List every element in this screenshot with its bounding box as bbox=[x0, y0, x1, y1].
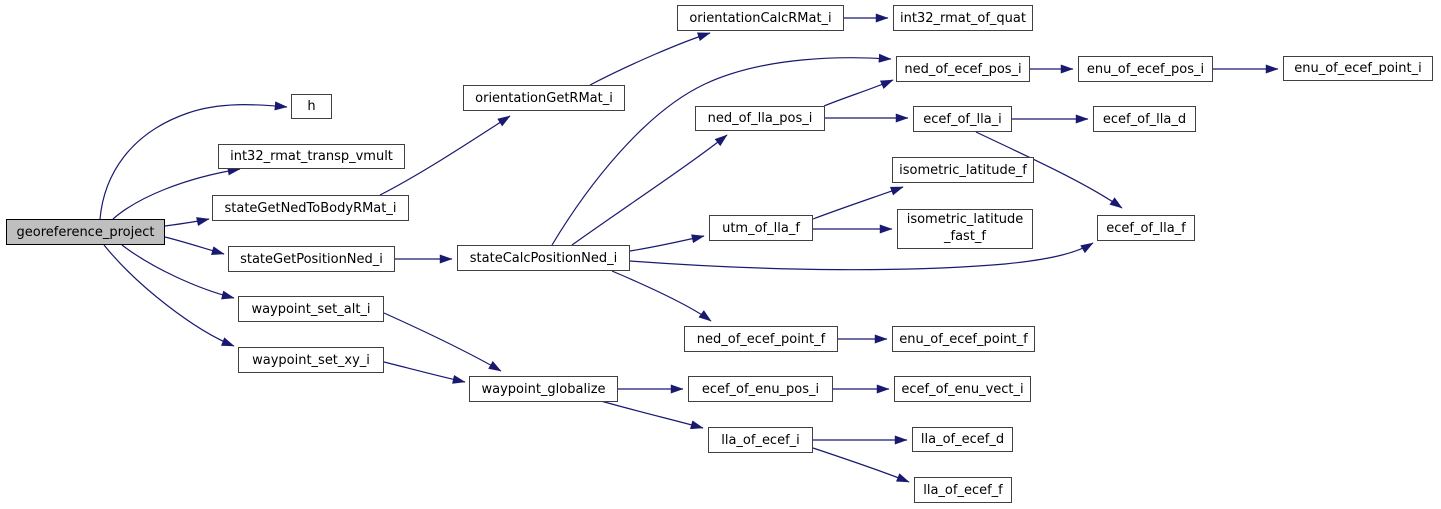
edge-utm_of_lla_f-to-isometric_latitude_f bbox=[812, 186, 904, 220]
node-label: ecef_of_lla_f bbox=[1106, 220, 1186, 236]
node-label: enu_of_ecef_point_i bbox=[1294, 61, 1422, 76]
node-stateCalcPositionNed-i[interactable]: stateCalcPositionNed_i bbox=[457, 245, 630, 271]
edge-waypoint_set_alt_i-to-waypoint_globalize bbox=[383, 312, 502, 372]
node-h[interactable]: h bbox=[291, 94, 332, 119]
node-utm-of-lla-f[interactable]: utm_of_lla_f bbox=[709, 215, 813, 241]
node-ned-of-ecef-pos-i[interactable]: ned_of_ecef_pos_i bbox=[896, 56, 1030, 82]
edge-georeference_project-to-h bbox=[99, 101, 288, 220]
node-label: waypoint_set_xy_i bbox=[252, 352, 370, 368]
node-label: ned_of_ecef_pos_i bbox=[904, 61, 1022, 77]
node-orientationCalcRMat-i[interactable]: orientationCalcRMat_i bbox=[677, 5, 844, 31]
edge-lla_of_ecef_i-to-lla_of_ecef_f bbox=[812, 447, 910, 483]
node-label: stateGetNedToBodyRMat_i bbox=[224, 200, 397, 216]
node-label: lla_of_ecef_f bbox=[923, 482, 1003, 498]
node-label: int32_rmat_transp_vmult bbox=[230, 149, 393, 164]
node-label: orientationGetRMat_i bbox=[475, 90, 613, 106]
node-label: ned_of_ecef_point_f bbox=[696, 331, 826, 347]
node-label: ecef_of_enu_vect_i bbox=[901, 381, 1024, 397]
node-georeference-project: georeference_project bbox=[6, 219, 165, 245]
node-label: h bbox=[307, 99, 316, 114]
node-label: ecef_of_enu_pos_i bbox=[701, 381, 820, 397]
node-label: stateGetPositionNed_i bbox=[240, 251, 383, 267]
node-label: lla_of_ecef_i bbox=[721, 432, 800, 448]
node-ned-of-ecef-point-f[interactable]: ned_of_ecef_point_f bbox=[684, 326, 838, 352]
edge-georeference_project-to-waypoint_set_alt_i bbox=[121, 244, 235, 300]
node-waypoint-set-alt-i[interactable]: waypoint_set_alt_i bbox=[238, 296, 384, 322]
node-ecef-of-lla-f[interactable]: ecef_of_lla_f bbox=[1097, 215, 1195, 241]
node-ecef-of-lla-i[interactable]: ecef_of_lla_i bbox=[913, 106, 1012, 132]
node-label: ecef_of_lla_d bbox=[1102, 111, 1187, 127]
edge-georeference_project-to-waypoint_set_xy_i bbox=[103, 244, 235, 347]
node-label-line1: isometric_latitude bbox=[906, 212, 1024, 228]
edge-ned_of_lla_pos_i-to-ned_of_ecef_pos_i bbox=[823, 79, 894, 107]
node-label: ecef_of_lla_i bbox=[923, 111, 1002, 127]
node-stateGetNedToBodyRMat-i[interactable]: stateGetNedToBodyRMat_i bbox=[212, 195, 409, 221]
edge-stateGetNedToBodyRMat_i-to-orientationGetRMat_i bbox=[379, 115, 511, 196]
edge-georeference_project-to-int32_rmat_transp_vmult bbox=[112, 166, 241, 220]
node-label: lla_of_ecef_d bbox=[920, 432, 1005, 447]
node-label-line2: _fast_f bbox=[944, 229, 986, 244]
node-label: orientationCalcRMat_i bbox=[689, 10, 832, 26]
edge-georeference_project-to-stateGetNedToBodyRMat_i bbox=[164, 217, 210, 227]
node-label: ned_of_lla_pos_i bbox=[707, 111, 813, 126]
node-label: waypoint_globalize bbox=[481, 381, 606, 397]
node-isometric-latitude-f[interactable]: isometric_latitude_f bbox=[892, 157, 1034, 183]
edge-stateCalcPositionNed_i-to-ned_of_ecef_point_f bbox=[611, 270, 712, 322]
node-waypoint-set-xy-i[interactable]: waypoint_set_xy_i bbox=[238, 347, 384, 373]
edge-georeference_project-to-stateGetPositionNed_i bbox=[164, 236, 225, 255]
node-label: stateCalcPositionNed_i bbox=[469, 250, 618, 266]
node-enu-of-ecef-pos-i[interactable]: enu_of_ecef_pos_i bbox=[1078, 56, 1213, 82]
edge-stateCalcPositionNed_i-to-ned_of_lla_pos_i bbox=[571, 134, 728, 246]
node-isometric-latitude-fast-f[interactable]: isometric_latitude_fast_f bbox=[897, 209, 1033, 249]
edge-stateCalcPositionNed_i-to-ecef_of_lla_f bbox=[629, 242, 1094, 271]
edge-orientationGetRMat_i-to-orientationCalcRMat_i bbox=[589, 32, 711, 86]
node-lla-of-ecef-i[interactable]: lla_of_ecef_i bbox=[708, 427, 813, 453]
edge-stateCalcPositionNed_i-to-ned_of_ecef_pos_i bbox=[551, 53, 892, 246]
node-ned-of-lla-pos-i[interactable]: ned_of_lla_pos_i bbox=[695, 106, 825, 131]
node-enu-of-ecef-point-i[interactable]: enu_of_ecef_point_i bbox=[1283, 56, 1433, 81]
edge-waypoint_set_xy_i-to-waypoint_globalize bbox=[383, 361, 466, 384]
node-enu-of-ecef-point-f[interactable]: enu_of_ecef_point_f bbox=[892, 326, 1035, 352]
node-int32-rmat-of-quat[interactable]: int32_rmat_of_quat bbox=[893, 5, 1033, 31]
edge-stateCalcPositionNed_i-to-utm_of_lla_f bbox=[629, 234, 705, 252]
node-ecef-of-enu-vect-i[interactable]: ecef_of_enu_vect_i bbox=[894, 376, 1031, 402]
node-ecef-of-lla-d[interactable]: ecef_of_lla_d bbox=[1093, 106, 1196, 132]
node-stateGetPositionNed-i[interactable]: stateGetPositionNed_i bbox=[228, 246, 395, 272]
node-ecef-of-enu-pos-i[interactable]: ecef_of_enu_pos_i bbox=[688, 376, 833, 402]
node-label: utm_of_lla_f bbox=[722, 220, 800, 236]
node-waypoint-globalize[interactable]: waypoint_globalize bbox=[469, 376, 618, 402]
node-label: int32_rmat_of_quat bbox=[900, 10, 1026, 26]
node-label: georeference_project bbox=[16, 224, 155, 240]
node-label: enu_of_ecef_point_f bbox=[899, 331, 1028, 347]
node-label: enu_of_ecef_pos_i bbox=[1086, 61, 1205, 77]
node-orientationGetRMat-i[interactable]: orientationGetRMat_i bbox=[463, 85, 625, 111]
edge-waypoint_globalize-to-lla_of_ecef_i bbox=[600, 400, 704, 430]
node-lla-of-ecef-f[interactable]: lla_of_ecef_f bbox=[914, 477, 1012, 503]
node-label: waypoint_set_alt_i bbox=[251, 301, 371, 317]
node-label: isometric_latitude_f bbox=[899, 162, 1027, 178]
node-lla-of-ecef-d[interactable]: lla_of_ecef_d bbox=[912, 427, 1013, 452]
edge-ecef_of_lla_i-to-ecef_of_lla_f bbox=[975, 131, 1123, 209]
node-int32-rmat-transp-vmult[interactable]: int32_rmat_transp_vmult bbox=[218, 144, 405, 169]
